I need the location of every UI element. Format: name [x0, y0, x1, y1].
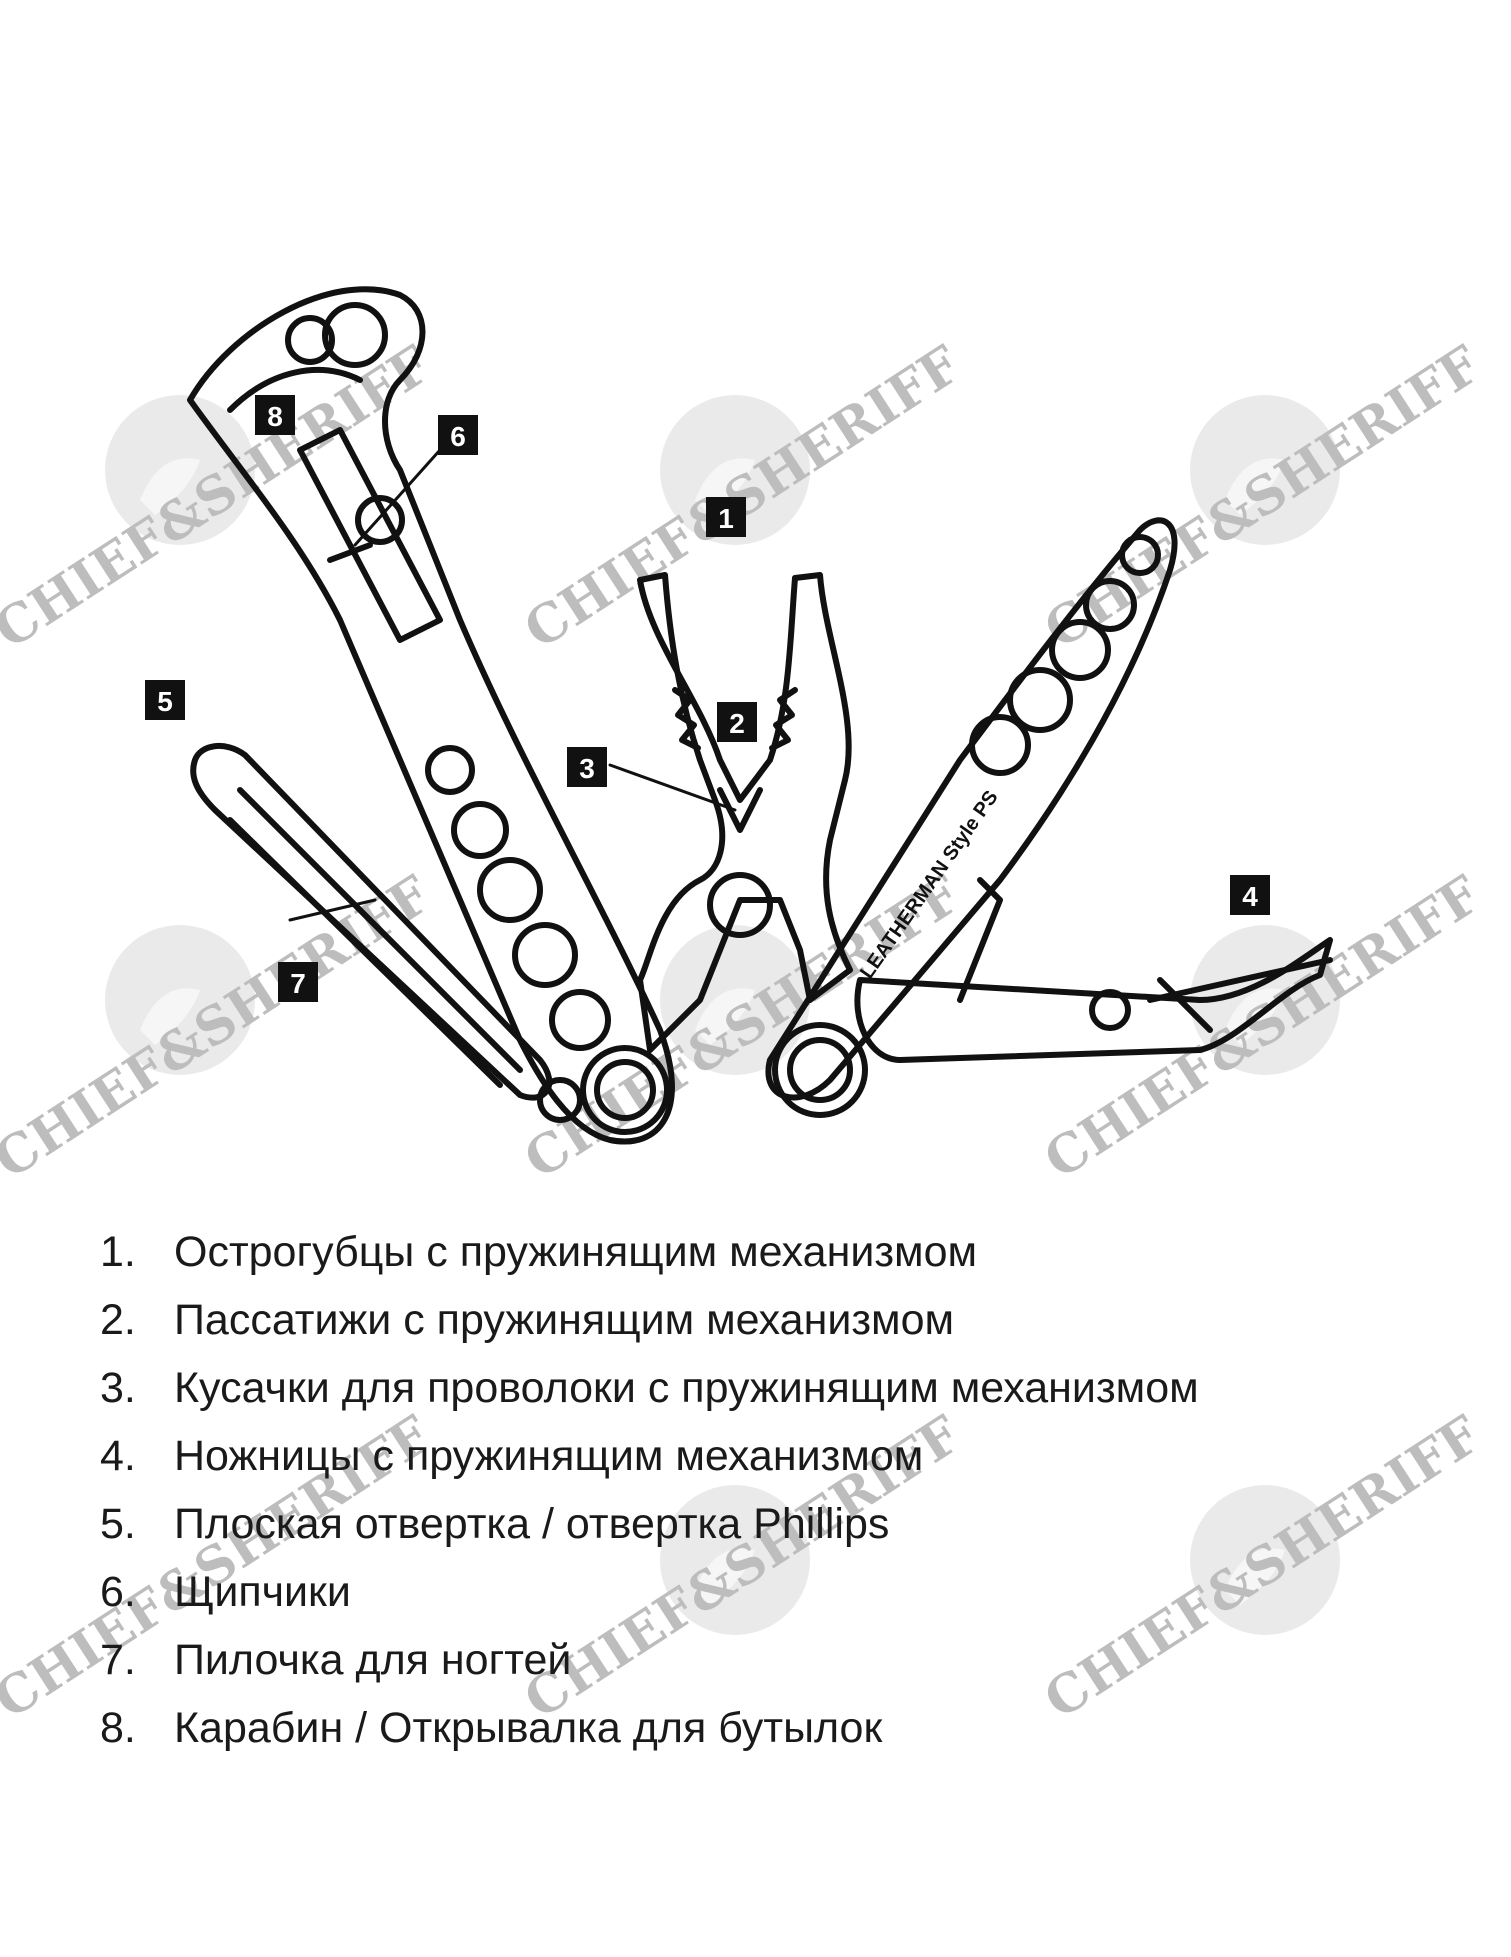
callout-3: 3	[567, 747, 607, 787]
legend-item-1: 1. Острогубцы с пружинящим механизмом	[100, 1218, 1199, 1286]
right-handle	[765, 517, 1178, 1118]
legend-item-6: 6. Щипчики	[100, 1558, 1199, 1626]
legend-text: Плоская отвертка / отвертка Phillips	[174, 1500, 890, 1548]
legend-number: 7.	[100, 1636, 136, 1684]
legend-text: Пассатижи с пружинящим механизмом	[174, 1296, 955, 1344]
svg-text:5: 5	[157, 686, 173, 717]
legend-number: 8.	[100, 1704, 136, 1752]
left-handle	[187, 286, 675, 1145]
svg-text:8: 8	[267, 401, 283, 432]
svg-text:3: 3	[579, 753, 595, 784]
legend-item-2: 2. Пассатижи с пружинящим механизмом	[100, 1286, 1199, 1354]
screwdriver	[190, 742, 553, 1101]
scissors	[854, 937, 1333, 1063]
svg-text:6: 6	[450, 421, 466, 452]
callout-6: 6	[438, 415, 478, 455]
legend-number: 1.	[100, 1228, 136, 1276]
callout-2: 2	[717, 702, 757, 742]
legend-text: Карабин / Открывалка для бутылок	[174, 1704, 883, 1752]
callout-8: 8	[255, 395, 295, 435]
legend-text: Щипчики	[174, 1568, 351, 1616]
callout-4: 4	[1230, 875, 1270, 915]
legend-number: 2.	[100, 1296, 136, 1344]
legend-text: Ножницы с пружинящим механизмом	[174, 1432, 924, 1480]
legend-list: 1. Острогубцы с пружинящим механизмом 2. П…	[100, 1218, 1199, 1762]
legend-number: 4.	[100, 1432, 136, 1480]
legend-text: Острогубцы с пружинящим механизмом	[174, 1228, 978, 1276]
svg-text:CHIEF&SHERIFF: CHIEF&SHERIFF	[0, 864, 442, 1191]
legend-item-8: 8. Карабин / Открывалка для бутылок	[100, 1694, 1199, 1762]
legend-number: 5.	[100, 1500, 136, 1548]
legend-item-4: 4. Ножницы с пружинящим механизмом	[100, 1422, 1199, 1490]
legend-number: 6.	[100, 1568, 136, 1616]
legend-text: Кусачки для проволоки с пружинящим механ…	[174, 1364, 1199, 1412]
legend-item-3: 3. Кусачки для проволоки с пружинящим мех…	[100, 1354, 1199, 1422]
callout-7: 7	[278, 962, 318, 1002]
pliers	[637, 572, 853, 1053]
callout-1: 1	[706, 497, 746, 537]
legend-text: Пилочка для ногтей	[174, 1636, 572, 1684]
tweezers	[297, 427, 443, 643]
callout-5: 5	[145, 680, 185, 720]
svg-text:2: 2	[729, 708, 745, 739]
svg-text:1: 1	[718, 503, 734, 534]
svg-text:7: 7	[290, 968, 306, 999]
legend-item-7: 7. Пилочка для ногтей	[100, 1626, 1199, 1694]
legend-number: 3.	[100, 1364, 136, 1412]
svg-text:4: 4	[1242, 881, 1258, 912]
leader-lines	[288, 448, 737, 922]
legend-item-5: 5. Плоская отвертка / отвертка Phillips	[100, 1490, 1199, 1558]
svg-text:CHIEF&SHERIFF: CHIEF&SHERIFF	[1034, 334, 1492, 661]
